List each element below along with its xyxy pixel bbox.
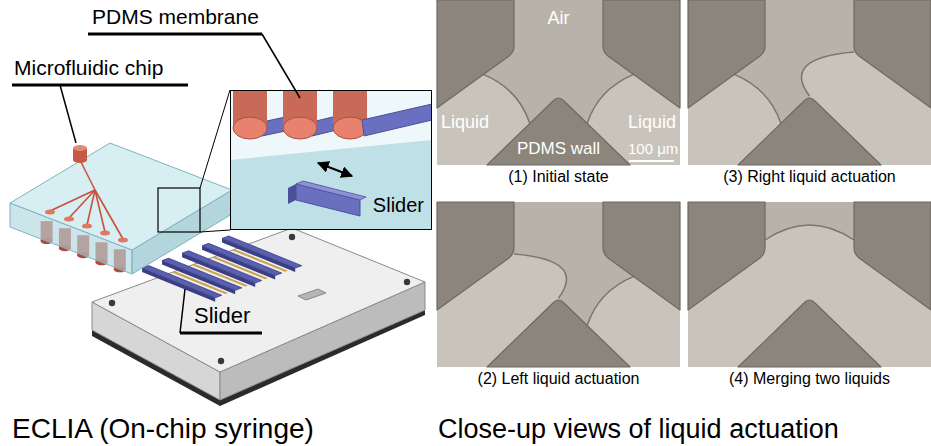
channel [95, 190, 123, 239]
port [118, 238, 128, 243]
region-label: Liquid [441, 112, 489, 133]
microfluidic-chip [10, 143, 232, 274]
meniscus [801, 52, 854, 96]
zoom-line [200, 230, 230, 232]
scale-label: 100 μm [628, 140, 678, 157]
leaders [12, 34, 300, 333]
connector-pad [298, 289, 326, 300]
channels [50, 160, 123, 239]
leader-line [60, 85, 76, 143]
inset-ground [230, 90, 432, 230]
region-label: Air [514, 8, 603, 29]
screw [289, 234, 295, 240]
inlet [73, 157, 87, 163]
pdms-wall [437, 0, 680, 165]
pdms-wall [688, 202, 931, 367]
screw [404, 279, 410, 285]
meniscus [765, 225, 854, 240]
slider-bar [362, 104, 432, 136]
part-label: Slider [371, 194, 426, 217]
slider-bar [288, 184, 296, 204]
screw [109, 300, 115, 306]
photo-panel: (4) Merging two liquids [688, 202, 931, 367]
panel-caption: (3) Right liquid actuation [688, 168, 931, 186]
micrograph [437, 0, 680, 165]
inset-frame: Slider [230, 90, 432, 230]
chip-top [10, 143, 232, 250]
meniscus [587, 276, 634, 325]
inset-chip [230, 140, 432, 230]
inlet [73, 145, 87, 151]
channel-ground [688, 0, 931, 165]
leader-line [180, 289, 185, 333]
micrograph [688, 202, 931, 367]
channel [80, 160, 95, 190]
zoom-line [200, 90, 230, 188]
membrane-cylinder [233, 117, 267, 139]
slider-bar [222, 236, 302, 268]
label-underline [12, 84, 188, 87]
panel-title: Close-up views of liquid actuation [438, 414, 839, 445]
zoom-box [158, 188, 200, 232]
photo-panel: (2) Left liquid actuation [437, 202, 680, 367]
port [82, 224, 92, 229]
channel [87, 190, 95, 225]
channel-ground [437, 0, 680, 165]
pdms-wall [688, 0, 931, 165]
channel-ground [437, 202, 680, 367]
membrane-cylinder [283, 117, 317, 139]
photo-panel: AirLiquidLiquidPDMS wall100 μm(1) Initia… [437, 0, 680, 165]
pdms-wall [437, 202, 680, 367]
meniscus [587, 74, 634, 123]
part-label: Slider [192, 303, 252, 328]
panel-caption: (1) Initial state [437, 168, 680, 186]
port [100, 231, 110, 236]
meniscus [734, 74, 781, 123]
photo-panel: (3) Right liquid actuation [688, 0, 931, 165]
motion-arrow [318, 163, 352, 176]
meniscus [514, 254, 567, 298]
channel [50, 190, 95, 211]
slider-bar [296, 181, 366, 200]
channel-ground [688, 202, 931, 367]
micrograph [688, 0, 931, 165]
micrograph [437, 202, 680, 367]
scale-bar [629, 160, 674, 162]
port [45, 210, 55, 215]
channel [95, 190, 105, 232]
panel-title: ECLIA (On-chip syringe) [12, 413, 314, 445]
label-underline [88, 33, 262, 36]
panel-caption: (4) Merging two liquids [688, 370, 931, 388]
part-label: PDMS membrane [92, 5, 259, 29]
inset-view [230, 90, 432, 230]
meniscus [483, 74, 530, 123]
label-underline [180, 332, 262, 335]
region-label: PDMS wall [509, 139, 609, 159]
part-label: Microfluidic chip [14, 56, 163, 80]
slider-bar [222, 238, 295, 272]
region-label: Liquid [628, 112, 676, 133]
leader-line [262, 34, 300, 98]
screw [218, 358, 224, 364]
port [64, 217, 74, 222]
panel-caption: (2) Left liquid actuation [437, 370, 680, 388]
